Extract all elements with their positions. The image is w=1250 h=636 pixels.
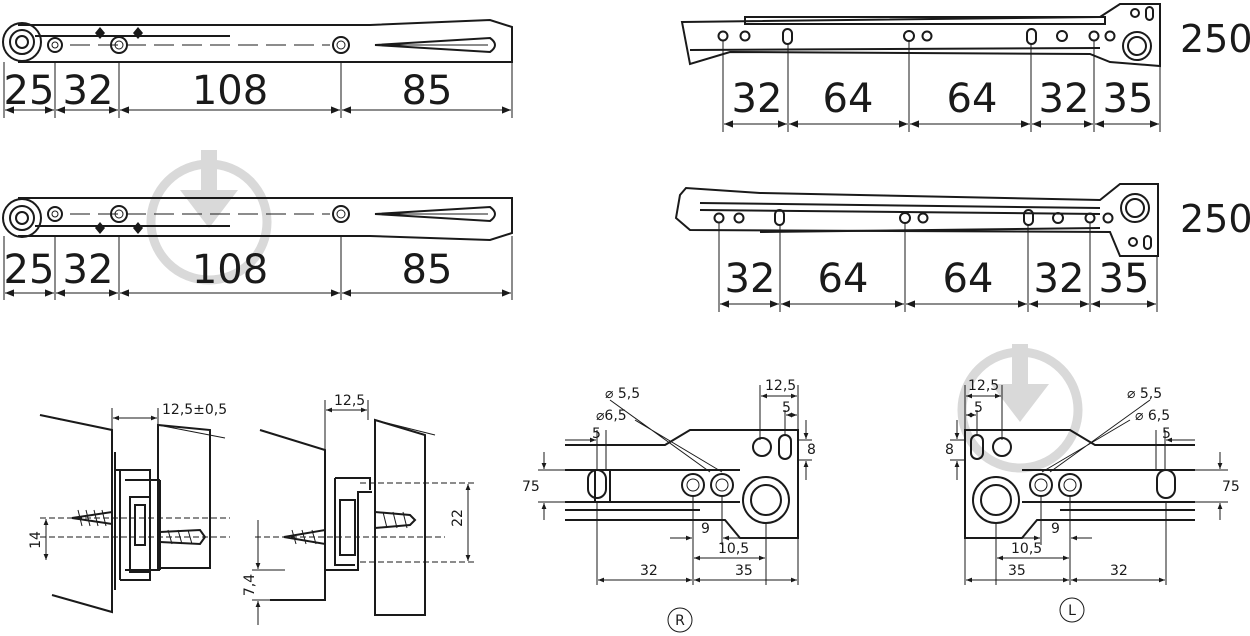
watermark-logo-left: [146, 150, 272, 285]
dim-label: 108: [192, 247, 268, 293]
dim-label: 64: [823, 76, 874, 122]
dim-label: 12,5: [765, 378, 796, 394]
runner-length-label: 250: [1180, 197, 1250, 241]
runner-length-label: 250: [1180, 17, 1250, 61]
dim-label: 75: [1222, 479, 1240, 495]
dimension-row-top-right: 32 64 64 32 35: [722, 40, 1161, 132]
dim-label: 85: [402, 247, 453, 293]
dim-label: 8: [945, 442, 954, 458]
dim-label: 25: [4, 68, 55, 114]
dimension-row-mid-right: 32 64 64 32 35: [718, 222, 1158, 312]
cross-section-1: 12,5±0,5 14: [28, 402, 230, 614]
hole-label: ⌀ 5,5: [1127, 386, 1162, 402]
offset-label: 7,4: [242, 574, 258, 596]
dim-label: 75: [522, 479, 540, 495]
hole-label: ⌀6,5: [596, 408, 627, 424]
dim-label: 10,5: [1011, 541, 1042, 557]
hole-label: ⌀ 5,5: [605, 386, 640, 402]
dim-label: 32: [1039, 76, 1090, 122]
dim-label: 64: [943, 256, 994, 302]
rail-mid-right: 250: [674, 183, 1250, 257]
dim-label: 10,5: [718, 541, 749, 557]
dim-label: 25: [4, 247, 55, 293]
watermark-logo-right: [957, 344, 1083, 473]
dim-label: 32: [1110, 563, 1128, 579]
side-marker-left: L: [1068, 603, 1076, 619]
dim-label: 9: [701, 521, 710, 537]
side-marker-right: R: [675, 613, 685, 629]
dim-label: 108: [192, 68, 268, 114]
dimension-row-top-left: 25 32 108 85: [3, 62, 513, 118]
dim-label: 5: [592, 426, 601, 442]
dim-label: 5: [782, 400, 791, 416]
dimension-row-mid-left: 25 32 108 85: [3, 236, 513, 300]
dim-label: 32: [732, 76, 783, 122]
dim-label: 35: [735, 563, 753, 579]
detail-left-runner: ⌀ 5,5 ⌀ 6,5 5 12,5 5 8 75 9 10,5 35 32 L: [945, 378, 1240, 623]
dim-label: 32: [1034, 256, 1085, 302]
dim-label: 32: [63, 247, 114, 293]
dim-label: 64: [947, 76, 998, 122]
dim-label: 64: [818, 256, 869, 302]
dim-label: 32: [63, 68, 114, 114]
rail-mid-left: [2, 197, 513, 242]
hole-label: ⌀ 6,5: [1135, 408, 1170, 424]
dim-label: 12,5: [968, 378, 999, 394]
dim-label: 35: [1008, 563, 1026, 579]
height-label: 14: [28, 531, 44, 549]
dim-label: 35: [1099, 256, 1150, 302]
dim-label: 5: [974, 400, 983, 416]
gap-label: 12,5: [334, 393, 365, 409]
dim-label: 5: [1162, 426, 1171, 442]
dim-label: 32: [640, 563, 658, 579]
dim-label: 85: [402, 68, 453, 114]
dim-label: 9: [1051, 521, 1060, 537]
gap-label: 12,5±0,5: [162, 402, 227, 418]
dim-label: 32: [725, 256, 776, 302]
height-label: 22: [450, 509, 466, 527]
dim-label: 35: [1103, 76, 1154, 122]
dim-label: 8: [807, 442, 816, 458]
detail-right-runner: ⌀ 5,5 ⌀6,5 5 12,5 5 8 75 9 10,5 32 35 R: [522, 378, 816, 633]
cross-section-2: 12,5 22 7,4: [242, 393, 475, 625]
rail-top-left: [2, 18, 513, 63]
rail-top-right: 250: [680, 3, 1250, 68]
